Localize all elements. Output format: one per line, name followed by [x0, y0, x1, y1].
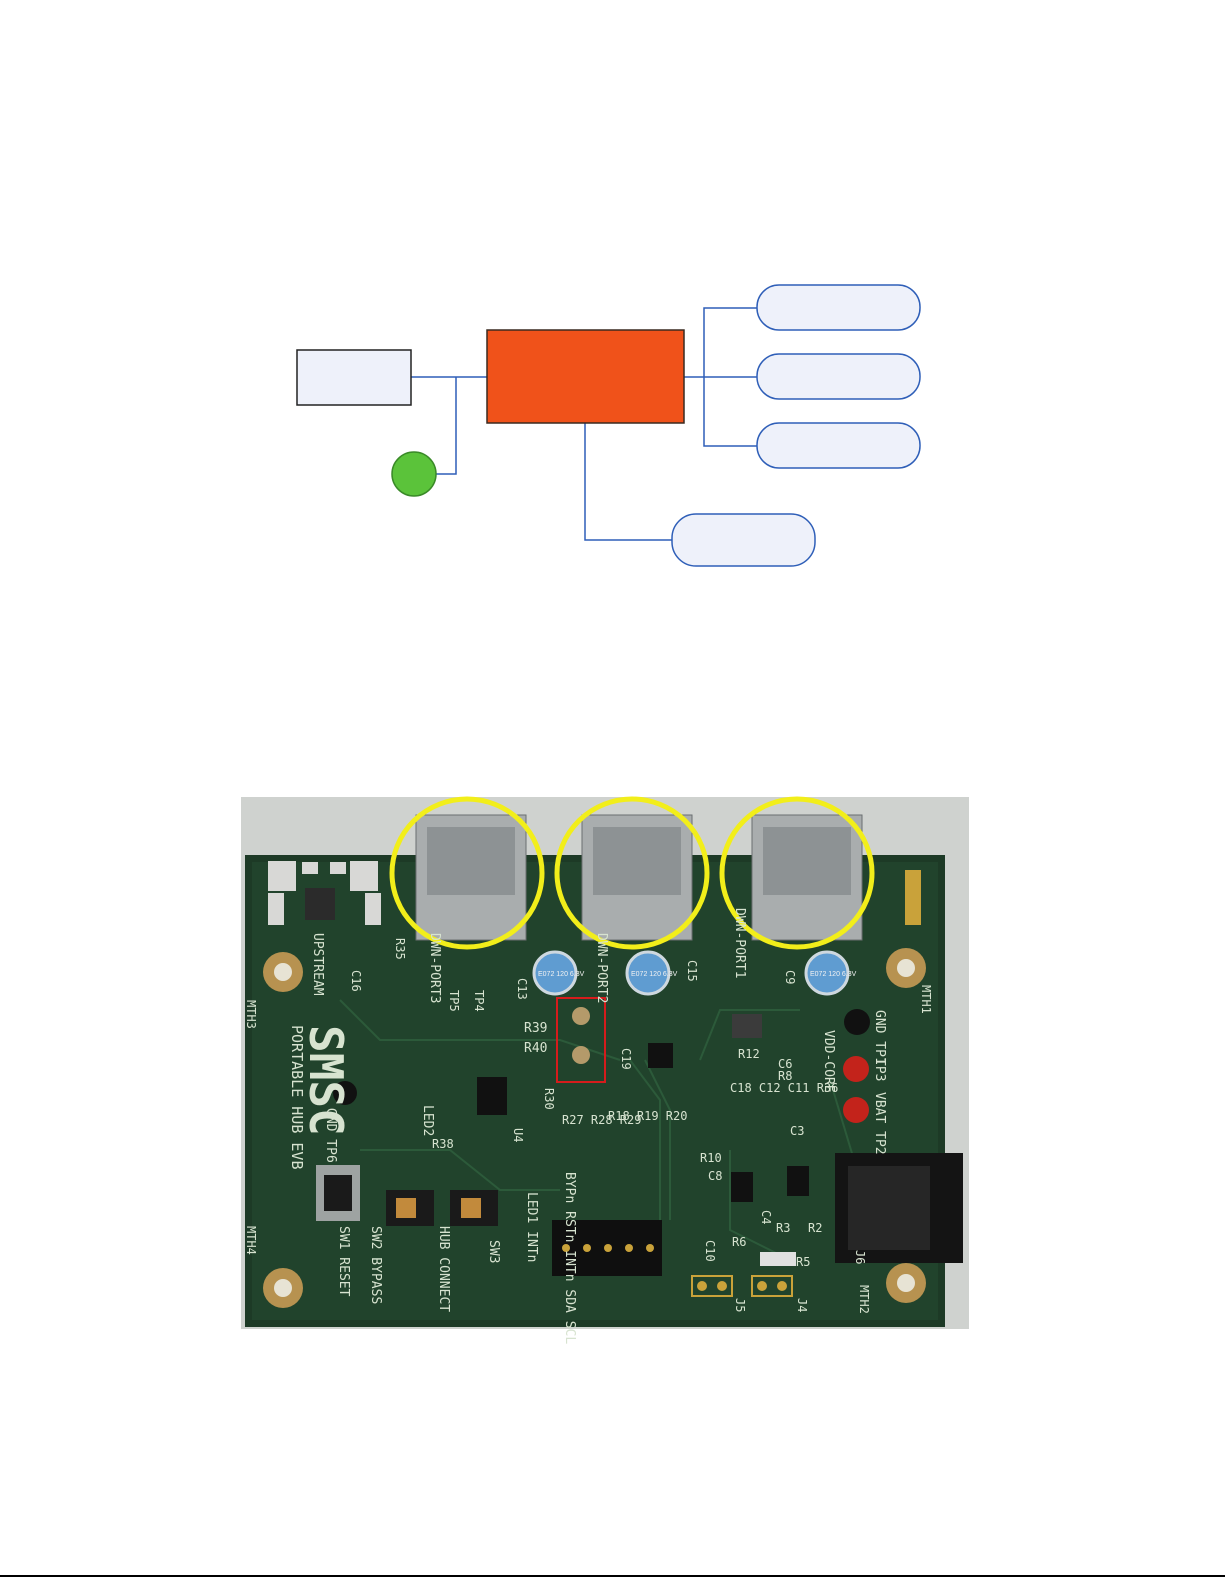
r6-label: R6: [732, 1235, 746, 1249]
hub-connect-label: HUB CONNECT: [436, 1226, 451, 1312]
r40-label: R40: [524, 1041, 547, 1056]
tp4-label: TP4: [472, 990, 486, 1012]
refs-c-label: R27 R28 R29: [562, 1113, 641, 1127]
bottom-node: [671, 513, 816, 567]
r35-label: R35: [393, 938, 407, 960]
connector-lines: [411, 307, 757, 541]
r10-label: R10: [700, 1151, 722, 1165]
r3-label: R3: [776, 1221, 790, 1235]
bypass-label: SW2 BYPASS: [368, 1226, 383, 1304]
r39-r40-marker: [556, 997, 606, 1083]
gnd-tp1-label: GND TP1: [872, 1010, 887, 1065]
j6-label: J6: [853, 1250, 867, 1264]
status-dot: [391, 451, 437, 497]
r30-label: R30: [542, 1088, 556, 1110]
block-diagram: [296, 284, 921, 567]
led1-label: LED1 INTn: [524, 1192, 539, 1262]
gnd-tp6-label: GND TP6: [323, 1108, 338, 1163]
tp5-label: TP5: [447, 990, 461, 1012]
upstream-label: UPSTREAM: [310, 933, 325, 996]
port2-label: DWN-PORT2: [594, 933, 609, 1003]
highlight-port-2: [554, 796, 710, 950]
port-node-1: [756, 284, 921, 331]
highlight-port-1: [719, 796, 875, 950]
c9-label: C9: [783, 970, 797, 984]
c8-label: C8: [708, 1169, 722, 1183]
j5-label: J5: [733, 1298, 747, 1312]
r8-label: R8: [778, 1069, 792, 1083]
cap-marking-3: E072 120 6.3V: [810, 971, 857, 978]
tp3-label: TP3: [872, 1058, 887, 1081]
line-dot-to-bus: [436, 377, 457, 475]
upstream-box: [296, 349, 412, 406]
usb-port-1: [751, 814, 863, 941]
r39-label: R39: [524, 1021, 547, 1036]
mth4-label: MTH4: [244, 1226, 258, 1255]
c13-label: C13: [515, 978, 529, 1000]
silkscreen: SMSC PORTABLE HUB EVB UPSTREAM DWN-PORT3…: [244, 908, 933, 1344]
footer-rule: [0, 1575, 1225, 1577]
upstream-connector: [268, 861, 381, 925]
product-label: PORTABLE HUB EVB: [288, 1025, 306, 1170]
traces: [339, 999, 861, 1261]
port-node-2: [756, 353, 921, 400]
usb-port-3: [415, 814, 527, 941]
c3-label: C3: [790, 1124, 804, 1138]
j4-label: J4: [795, 1298, 809, 1312]
r2-label: R2: [808, 1221, 822, 1235]
c10-label: C10: [703, 1240, 717, 1262]
mth3-label: MTH3: [244, 1000, 258, 1029]
c6-label: C6: [778, 1057, 792, 1071]
mth1-label: MTH1: [919, 985, 933, 1014]
refs-b-label: R18 R19 R20: [608, 1109, 687, 1123]
vbat-tp2-label: VBAT TP2: [872, 1092, 887, 1155]
mth2-label: MTH2: [857, 1285, 871, 1314]
power-jack: [835, 1153, 963, 1263]
vdd-core-label: VDD-CORE: [821, 1030, 836, 1093]
small-headers: [691, 1252, 796, 1297]
c19-label: C19: [619, 1048, 633, 1070]
port-node-3: [756, 422, 921, 469]
j1-labels: BYPn RSTn INTn SDA SCL: [562, 1172, 577, 1344]
line-port3-branch: [703, 377, 757, 447]
reset-label: SW1 RESET: [336, 1226, 351, 1297]
port-highlights: [389, 796, 875, 950]
r5-label: R5: [796, 1255, 810, 1269]
c15-label: C15: [685, 960, 699, 982]
sw3-label: SW3: [486, 1240, 501, 1263]
highlight-port-3: [389, 796, 545, 950]
r12-label: R12: [738, 1047, 760, 1061]
port1-label: DWN-PORT1: [732, 908, 747, 978]
refs-a-label: C18 C12 C11 R36: [730, 1081, 838, 1095]
port3-label: DWN-PORT3: [427, 933, 442, 1003]
c16-label: C16: [349, 970, 363, 992]
r38-label: R38: [432, 1137, 454, 1151]
test-points: [333, 1009, 870, 1123]
cap-marking-1: E072 120 6.3V: [538, 971, 585, 978]
ics: [477, 1014, 809, 1202]
capacitors: [532, 950, 850, 996]
mounting-holes: [263, 948, 926, 1308]
led2-label: LED2: [420, 1105, 435, 1136]
hub-box: [486, 329, 685, 424]
switches: [316, 1165, 498, 1226]
usb-port-2: [581, 814, 693, 941]
cap-marking-2: E072 120 6.3V: [631, 971, 678, 978]
u4-label: U4: [511, 1128, 525, 1142]
vendor-logo: SMSC: [299, 1025, 353, 1136]
header-j1: [552, 1220, 662, 1276]
line-hub-to-bottom: [584, 423, 672, 541]
line-port1-branch: [703, 307, 757, 377]
c4-label: C4: [759, 1210, 773, 1224]
